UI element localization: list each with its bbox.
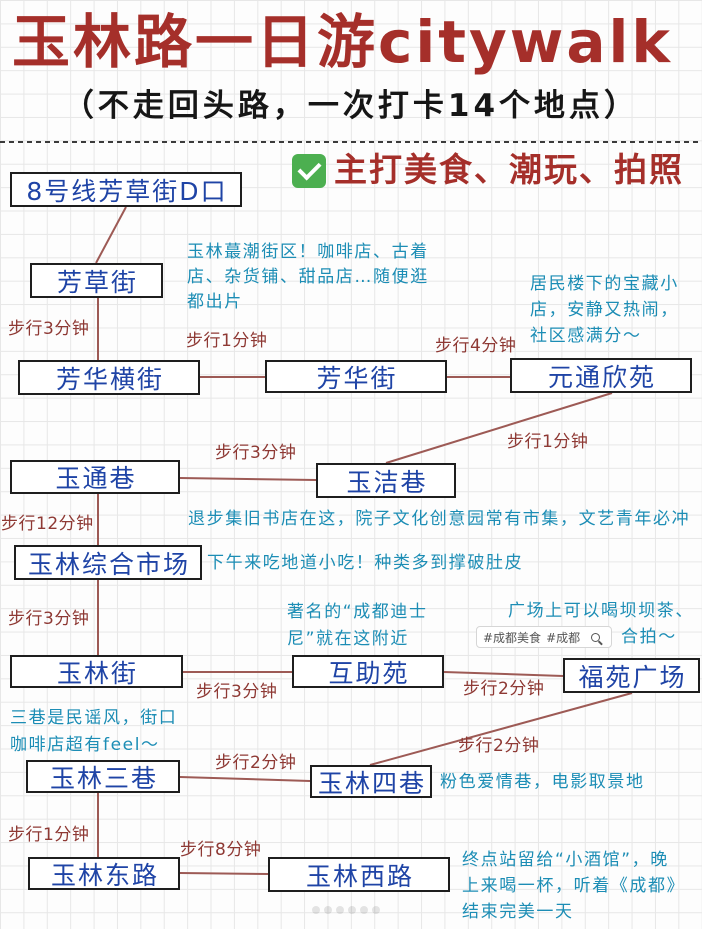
note-line: 广场上可以喝坝坝茶、 bbox=[508, 601, 694, 621]
stop-note-huzhu-yuan: 著名的“成都迪士 尼”就在这附近 bbox=[287, 599, 428, 653]
stop-yulin-fourth-lane: 玉林四巷 bbox=[310, 765, 432, 798]
stop-note-yulin-west-road: 终点站留给“小酒馆”，晚 上来喝一杯，听着《成都》 结束完美一天 bbox=[462, 847, 685, 925]
stop-note-yulin-market: 下午来吃地道小吃！种类多到撑破肚皮 bbox=[207, 552, 523, 574]
page-title: 玉林路一日游citywalk bbox=[12, 8, 673, 76]
stop-yulin-east-road: 玉林东路 bbox=[28, 857, 180, 890]
note-line: 著名的“成都迪士 bbox=[287, 602, 428, 622]
note-line: 三巷是民谣风，街口 bbox=[10, 708, 178, 728]
tagline: 主打美食、潮玩、拍照 bbox=[334, 150, 684, 189]
walk-time-label: 步行1分钟 bbox=[8, 825, 90, 845]
note-line: 终点站留给“小酒馆”，晚 bbox=[462, 850, 669, 870]
walk-time-label: 步行3分钟 bbox=[8, 319, 90, 339]
stop-yujie-lane: 玉洁巷 bbox=[316, 463, 456, 498]
walk-time-label: 步行1分钟 bbox=[507, 432, 589, 452]
route-segment bbox=[179, 776, 311, 782]
route-segment bbox=[369, 692, 633, 766]
stop-yutong-lane: 玉通巷 bbox=[10, 460, 180, 494]
walk-time-label: 步行8分钟 bbox=[180, 840, 262, 860]
stop-yuantong-xinyuan: 元通欣苑 bbox=[510, 358, 692, 393]
search-icon[interactable] bbox=[591, 632, 601, 642]
route-segment bbox=[179, 477, 317, 481]
page-dot bbox=[360, 906, 368, 914]
page-indicator bbox=[312, 906, 380, 914]
note-line: 上来喝一杯，听着《成都》 bbox=[462, 876, 686, 896]
note-line: 玉林蕞潮街区！咖啡店、古着 bbox=[187, 242, 429, 262]
stop-fanghua-cross-street: 芳华横街 bbox=[18, 360, 200, 395]
stop-yulin-west-road: 玉林西路 bbox=[268, 857, 450, 892]
check-mark-icon bbox=[292, 154, 326, 188]
stop-note-yutong-lane: 退步集旧书店在这，院子文化创意园常有市集，文艺青年必冲 bbox=[188, 508, 690, 530]
note-line: 咖啡店超有feel～ bbox=[10, 735, 160, 755]
walk-time-label: 步行2分钟 bbox=[215, 753, 297, 773]
route-segment bbox=[179, 872, 269, 875]
stop-note-fuyuan-square-cont: 合拍～ bbox=[621, 625, 677, 650]
walk-time-label: 步行2分钟 bbox=[458, 736, 540, 756]
stop-yulin-market: 玉林综合市场 bbox=[14, 545, 202, 580]
page-dot bbox=[348, 906, 356, 914]
stop-fangcao-street: 芳草街 bbox=[30, 263, 163, 298]
note-line: 居民楼下的宝藏小 bbox=[530, 274, 679, 294]
walk-time-label: 步行3分钟 bbox=[8, 609, 90, 629]
stop-yulin-third-lane: 玉林三巷 bbox=[26, 760, 180, 793]
page-dot bbox=[372, 906, 380, 914]
note-line: 尼”就在这附近 bbox=[287, 629, 410, 649]
page-subtitle: （不走回头路，一次打卡14个地点） bbox=[62, 88, 640, 124]
walk-time-label: 步行2分钟 bbox=[463, 679, 545, 699]
stop-note-yuantong-xinyuan: 居民楼下的宝藏小 店，安静又热闹， 社区感满分～ bbox=[530, 271, 679, 349]
note-line: 社区感满分～ bbox=[530, 326, 642, 346]
route-segment bbox=[385, 392, 613, 464]
hashtag-chengdu-food[interactable]: #成都美食 bbox=[483, 630, 542, 645]
search-hashtag-chip[interactable]: #成都美食 #成都 bbox=[476, 626, 612, 648]
walk-time-label: 步行3分钟 bbox=[215, 443, 297, 463]
note-line: 店、杂货铺、甜品店…随便逛 bbox=[187, 267, 429, 287]
page-dot bbox=[312, 906, 320, 914]
stop-note-fuyuan-square: 广场上可以喝坝坝茶、 bbox=[508, 599, 694, 624]
walk-time-label: 步行3分钟 bbox=[196, 682, 278, 702]
stop-note-yulin-third-lane: 三巷是民谣风，街口 咖啡店超有feel～ bbox=[10, 705, 177, 759]
hashtag-chengdu[interactable]: #成都 bbox=[546, 630, 581, 645]
route-segment bbox=[95, 206, 127, 264]
stop-note-yulin-fourth-lane: 粉色爱情巷，电影取景地 bbox=[440, 770, 645, 794]
note-line: 粉色爱情巷，电影取景地 bbox=[440, 772, 645, 792]
dashed-divider bbox=[0, 141, 702, 143]
note-line: 都出片 bbox=[187, 292, 243, 312]
stop-yulin-street: 玉林街 bbox=[10, 655, 183, 688]
route-segment bbox=[443, 671, 564, 677]
walk-time-label: 步行1分钟 bbox=[186, 331, 268, 351]
note-line: 退步集旧书店在这，院子文化创意园常有市集，文艺青年必冲 bbox=[188, 509, 691, 529]
walk-time-label: 步行4分钟 bbox=[435, 336, 517, 356]
note-line: 合拍～ bbox=[621, 627, 677, 647]
note-line: 店，安静又热闹， bbox=[530, 300, 679, 320]
page-dot bbox=[324, 906, 332, 914]
walk-time-label: 步行12分钟 bbox=[1, 514, 94, 534]
stop-fuyuan-square: 福苑广场 bbox=[563, 658, 700, 693]
stop-huzhu-yuan: 互助苑 bbox=[292, 655, 444, 688]
stop-fanghua-street: 芳华街 bbox=[265, 360, 447, 393]
note-line: 下午来吃地道小吃！种类多到撑破肚皮 bbox=[207, 553, 524, 573]
note-line: 结束完美一天 bbox=[462, 902, 574, 922]
page-dot bbox=[336, 906, 344, 914]
stop-line8-fangcaojie-exit-d: 8号线芳草街D口 bbox=[10, 172, 242, 207]
stop-note-fangcao-street: 玉林蕞潮街区！咖啡店、古着 店、杂货铺、甜品店…随便逛 都出片 bbox=[187, 240, 429, 315]
